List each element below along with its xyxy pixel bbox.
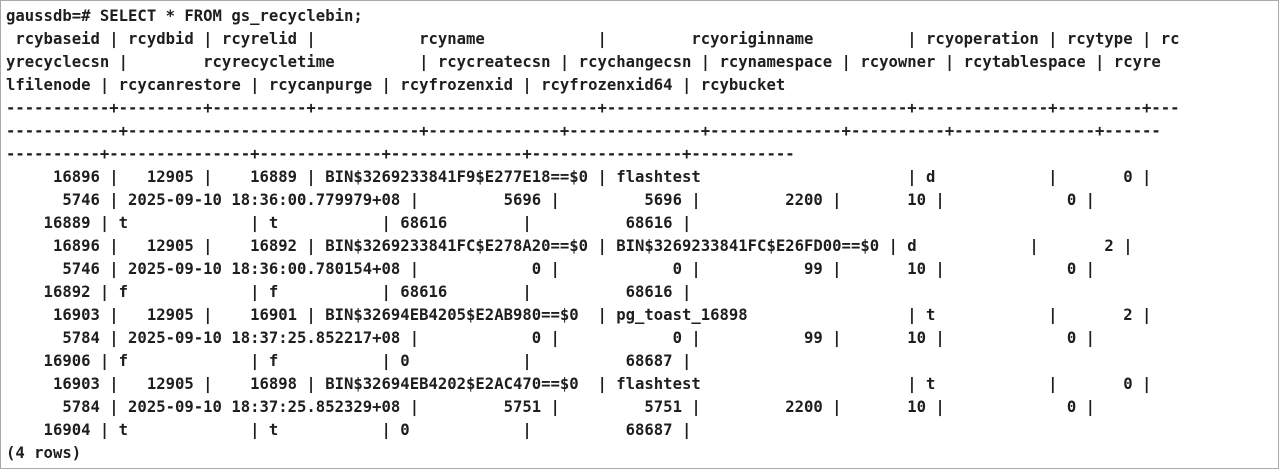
row-1-line-2: 5746 | 2025-09-10 18:36:00.779979+08 | 5…: [6, 191, 1096, 209]
header-line-1: rcybaseid | rcydbid | rcyrelid | rcyname…: [6, 30, 1180, 48]
prompt-command-line: gaussdb=# SELECT * FROM gs_recyclebin;: [6, 7, 363, 25]
row-4-line-2: 5784 | 2025-09-10 18:37:25.852329+08 | 5…: [6, 398, 1096, 416]
row-1-line-1: 16896 | 12905 | 16889 | BIN$3269233841F9…: [6, 168, 1152, 186]
row-3-line-3: 16906 | f | f | 0 | 68687 |: [6, 352, 692, 370]
row-2-line-3: 16892 | f | f | 68616 | 68616 |: [6, 283, 692, 301]
row-2-line-1: 16896 | 12905 | 16892 | BIN$3269233841FC…: [6, 237, 1133, 255]
row-count-footer: (4 rows): [6, 444, 82, 462]
row-4-line-3: 16904 | t | t | 0 | 68687 |: [6, 421, 692, 439]
row-3-line-1: 16903 | 12905 | 16901 | BIN$32694EB4205$…: [6, 306, 1152, 324]
row-2-line-2: 5746 | 2025-09-10 18:36:00.780154+08 | 0…: [6, 260, 1096, 278]
header-line-3: lfilenode | rcycanrestore | rcycanpurge …: [6, 76, 786, 94]
separator-line-2: ------------+---------------------------…: [6, 122, 1161, 140]
row-4-line-1: 16903 | 12905 | 16898 | BIN$32694EB4202$…: [6, 375, 1152, 393]
row-3-line-2: 5784 | 2025-09-10 18:37:25.852217+08 | 0…: [6, 329, 1096, 347]
row-1-line-3: 16889 | t | t | 68616 | 68616 |: [6, 214, 692, 232]
header-line-2: yrecyclecsn | rcyrecycletime | rcycreate…: [6, 53, 1161, 71]
separator-line-1: -----------+---------+----------+-------…: [6, 99, 1180, 117]
separator-line-3: ----------+---------------+-------------…: [6, 145, 795, 163]
